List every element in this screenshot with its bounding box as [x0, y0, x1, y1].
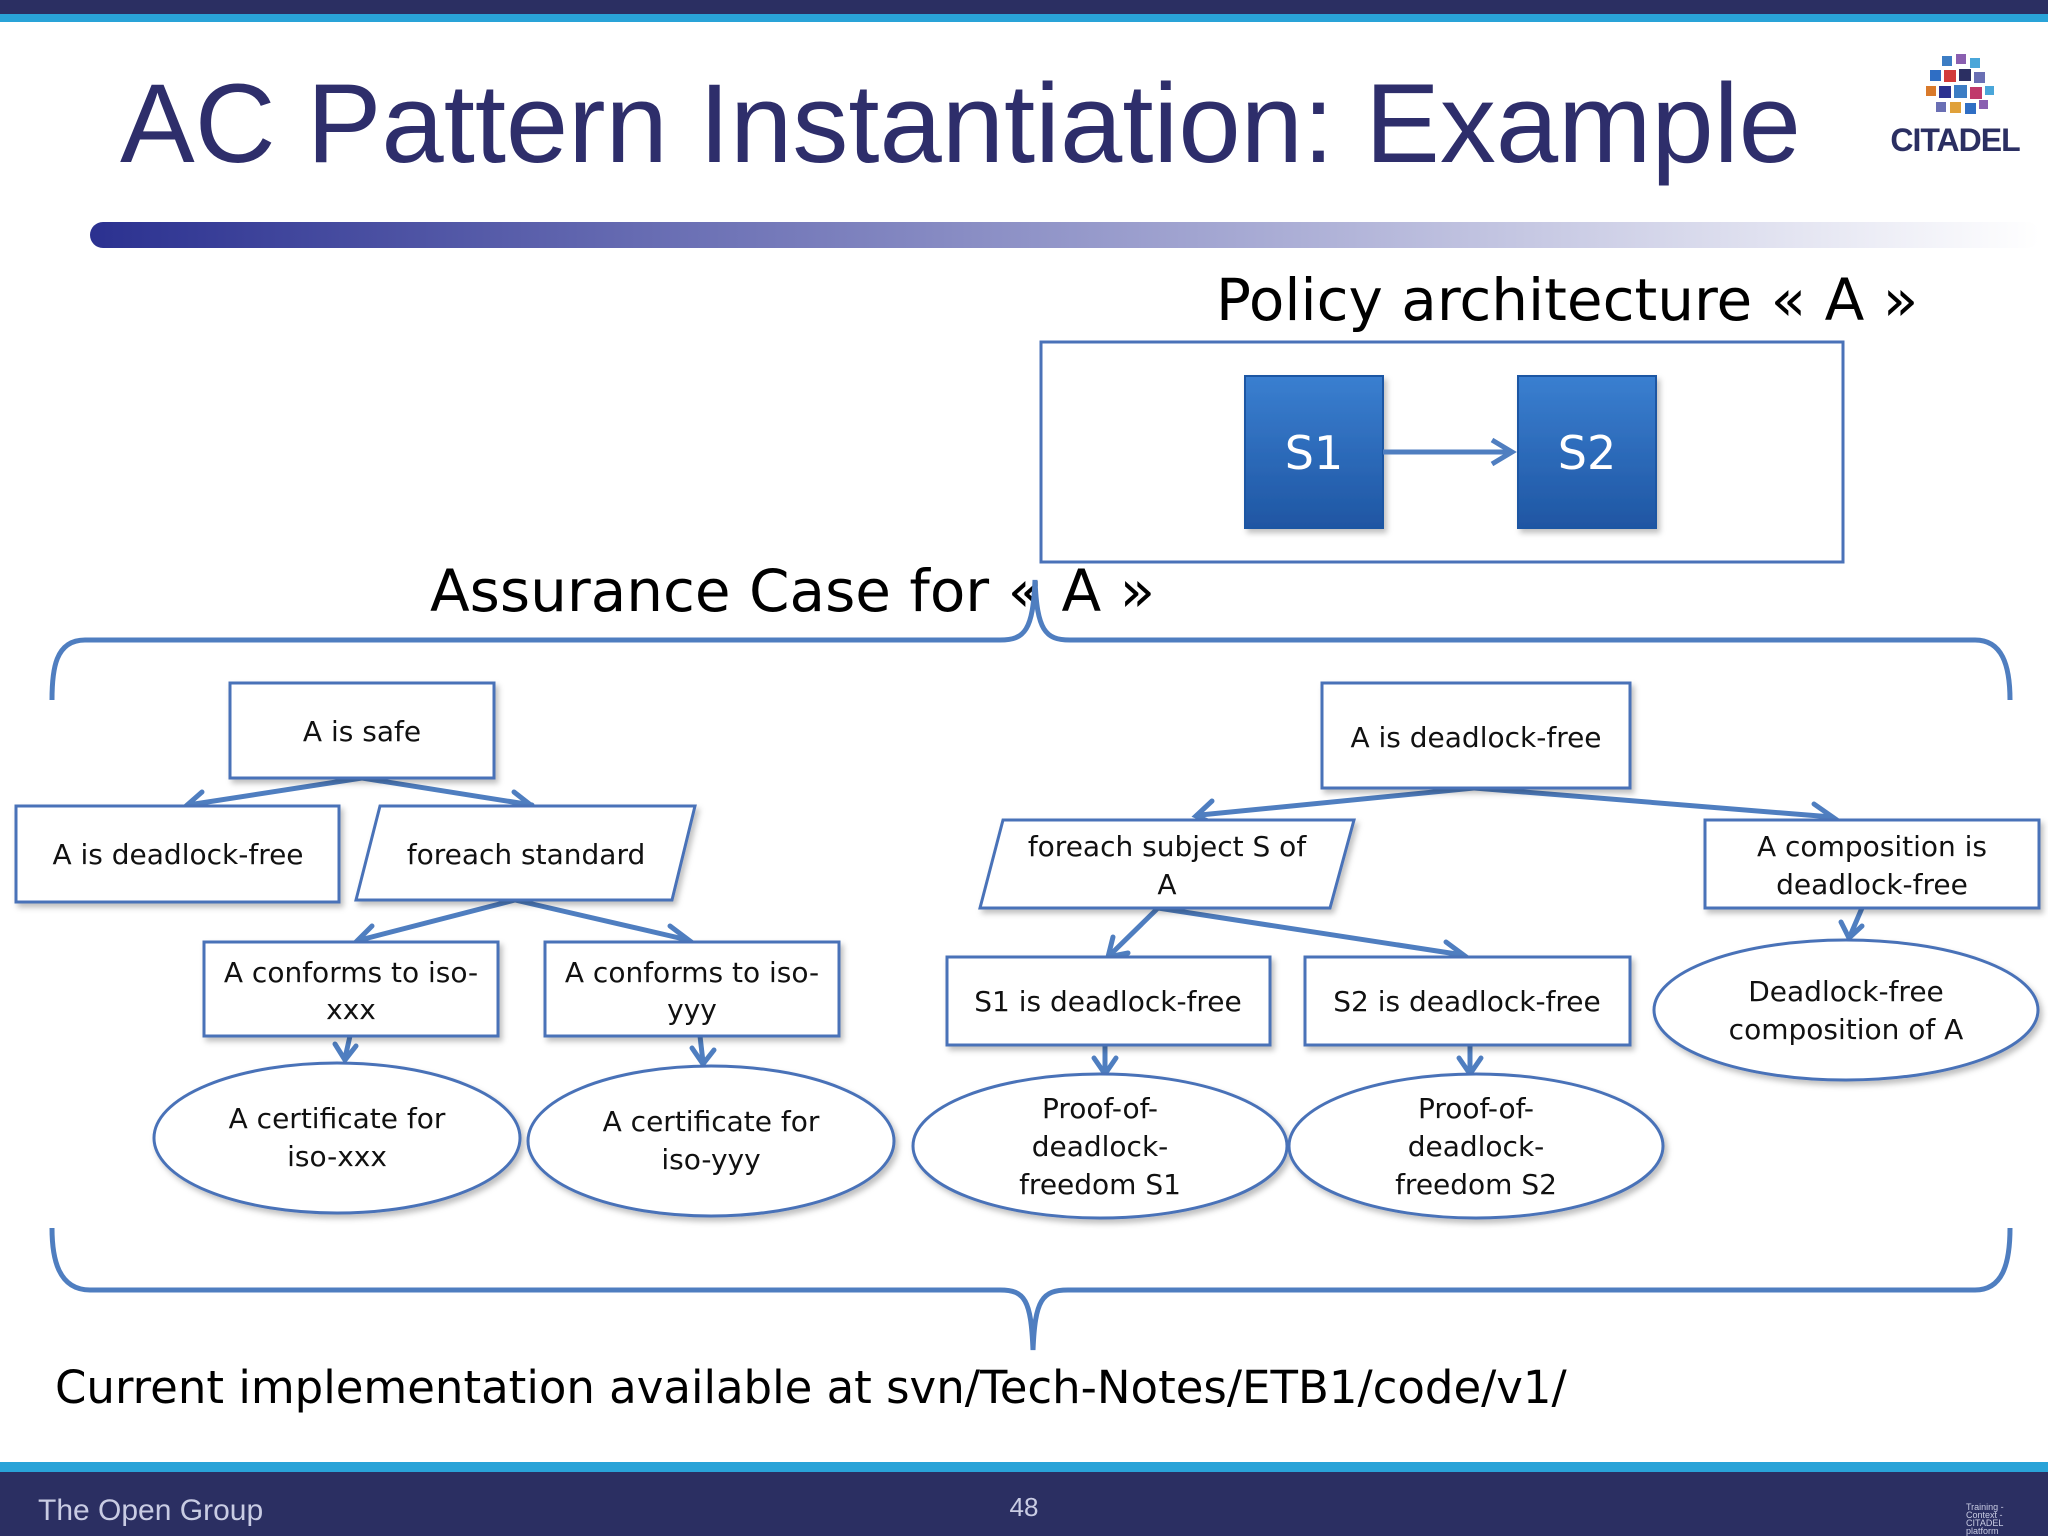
node-a-composition-line2: deadlock-free	[1776, 868, 1968, 901]
node-deadlock-free-composition-line1: Deadlock-free	[1748, 975, 1944, 1008]
node-a-is-deadlock-free-right-text: A is deadlock-free	[1350, 721, 1601, 754]
top-band-light	[0, 14, 2048, 22]
slide-page-number: 48	[1009, 1492, 1039, 1522]
footer-band-dark	[0, 1472, 2048, 1536]
arrowhead-icon	[689, 1045, 717, 1069]
s2-block	[1517, 375, 1657, 529]
node-conforms-iso-yyy-line2: yyy	[667, 993, 717, 1026]
connector-deadlock-to-composition	[1471, 785, 1835, 820]
node-certificate-iso-xxx-line1: A certificate for	[229, 1102, 446, 1135]
policy-architecture-label: Policy architecture « A »	[1216, 266, 1918, 334]
s1-block	[1244, 375, 1384, 529]
citadel-logo: CITADEL	[1880, 50, 2030, 165]
node-proof-s1	[911, 1072, 1289, 1220]
arrowhead-icon	[1838, 919, 1865, 943]
node-proof-s1-line1: Proof-of-	[1042, 1092, 1158, 1125]
node-s2-is-deadlock-free-text: S2 is deadlock-free	[1333, 985, 1601, 1018]
node-proof-s2-line2: deadlock-	[1408, 1130, 1545, 1163]
slide-title: AC Pattern Instantiation: Example	[120, 61, 1801, 186]
connector-subject-to-s1	[1107, 905, 1161, 958]
s2-label: S2	[1558, 426, 1616, 480]
node-foreach-standard	[354, 804, 697, 902]
node-s2-is-deadlock-free	[1303, 955, 1632, 1047]
node-certificate-iso-yyy-line2: iso-yyy	[661, 1143, 760, 1176]
node-certificate-iso-xxx	[152, 1061, 522, 1215]
node-deadlock-free-composition	[1652, 938, 2040, 1082]
footer-corner-line: CITADEL	[1966, 1518, 2004, 1528]
node-proof-s1-line3: freedom S1	[1019, 1168, 1181, 1201]
connector-yyy-to-cert	[697, 1033, 706, 1065]
node-proof-s1-line2: deadlock-	[1032, 1130, 1169, 1163]
connector-composition-to-evidence	[1847, 905, 1865, 939]
node-a-is-deadlock-free-left-text: A is deadlock-free	[52, 838, 303, 871]
arrowhead-icon	[332, 1041, 359, 1065]
citadel-logo-mosaic-icon	[1926, 54, 1994, 114]
citadel-logo-text: CITADEL	[1890, 122, 2020, 158]
connector-deadlock-to-foreach-subject	[1197, 785, 1477, 818]
node-foreach-subject-line1: foreach subject S of	[1028, 830, 1308, 863]
connector-subject-to-s2	[1155, 905, 1466, 958]
node-a-is-safe-text: A is safe	[303, 715, 421, 748]
node-a-is-deadlock-free-left	[14, 804, 341, 904]
node-certificate-iso-yyy-line1: A certificate for	[603, 1105, 820, 1138]
top-band-dark	[0, 0, 2048, 14]
connector-safe-to-deadlock	[185, 775, 365, 808]
node-a-is-safe	[228, 681, 496, 780]
node-conforms-iso-xxx	[202, 940, 500, 1038]
connector-foreach-to-yyy	[512, 897, 691, 943]
node-s1-is-deadlock-free	[945, 955, 1272, 1047]
footer-band-light	[0, 1462, 2048, 1472]
connector-foreach-to-xxx	[357, 897, 518, 943]
title-underline	[90, 222, 2040, 248]
footer-corner-line: Context -	[1966, 1510, 2003, 1520]
node-foreach-standard-text: foreach standard	[407, 838, 646, 871]
s1-to-s2-arrowhead-icon	[1490, 437, 1517, 467]
footer-corner-line: Training -	[1966, 1502, 2004, 1512]
node-foreach-subject-line2: A	[1157, 868, 1176, 901]
footer-organization: The Open Group	[38, 1494, 264, 1527]
assurance-case-bottom-brace	[49, 1227, 2013, 1351]
node-s1-is-deadlock-free-text: S1 is deadlock-free	[974, 985, 1242, 1018]
connector-xxx-to-cert	[342, 1033, 353, 1061]
node-a-is-deadlock-free-right	[1320, 681, 1632, 790]
node-proof-s2	[1287, 1072, 1665, 1220]
node-conforms-iso-yyy	[543, 940, 841, 1038]
implementation-note: Current implementation available at svn/…	[55, 1361, 1568, 1414]
node-a-composition-line1: A composition is	[1757, 830, 1987, 863]
assurance-case-top-brace	[49, 579, 2013, 701]
node-deadlock-free-composition-line2: composition of A	[1729, 1013, 1964, 1046]
node-a-composition-deadlock-free	[1703, 818, 2041, 910]
footer-corner-line: platform	[1966, 1526, 1999, 1536]
node-foreach-subject	[978, 818, 1356, 910]
node-conforms-iso-xxx-line2: xxx	[326, 993, 376, 1026]
assurance-case-label: Assurance Case for « A »	[430, 557, 1155, 625]
node-conforms-iso-yyy-line1: A conforms to iso-	[565, 956, 819, 989]
s1-label: S1	[1285, 426, 1343, 480]
node-certificate-iso-yyy	[526, 1064, 896, 1218]
connector-safe-to-foreach	[359, 775, 535, 808]
node-proof-s2-line3: freedom S2	[1395, 1168, 1557, 1201]
node-conforms-iso-xxx-line1: A conforms to iso-	[224, 956, 478, 989]
node-certificate-iso-xxx-line2: iso-xxx	[287, 1140, 387, 1173]
node-proof-s2-line1: Proof-of-	[1418, 1092, 1534, 1125]
footer-corner-note: Training - Context - CITADEL platform	[1966, 1502, 2036, 1536]
